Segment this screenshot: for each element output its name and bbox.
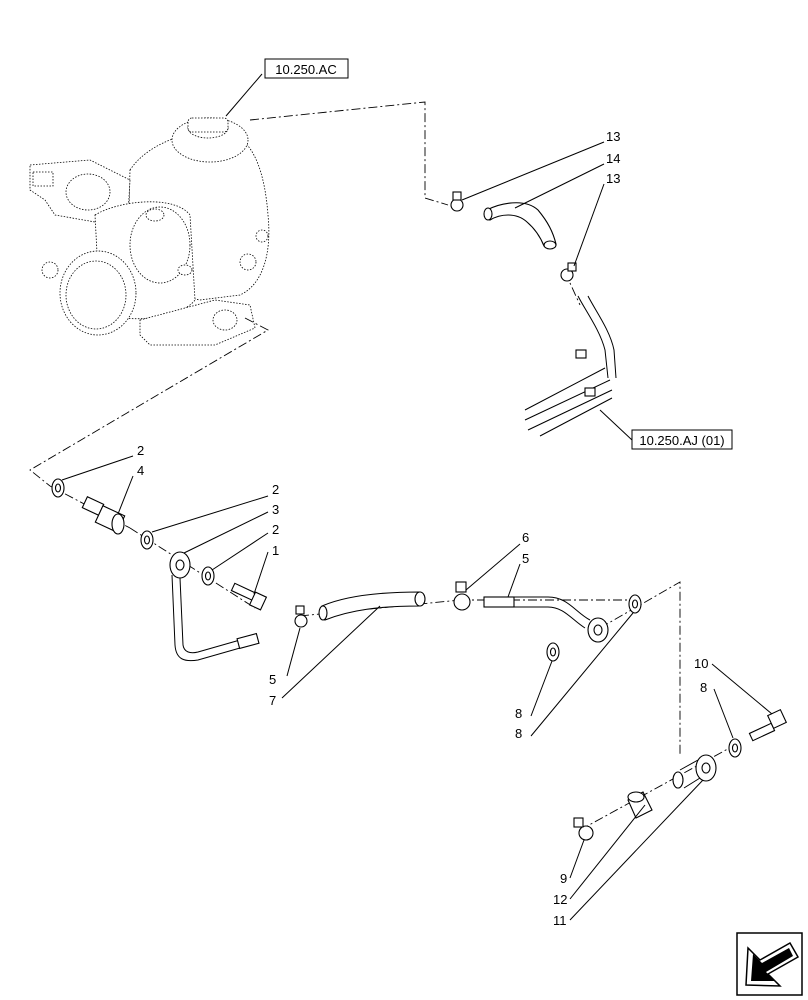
banjo-11 <box>672 754 717 789</box>
turbocharger-illustration <box>29 117 270 346</box>
callout-14: 14 <box>606 151 620 166</box>
hose-12 <box>627 791 653 819</box>
next-page-arrow-icon[interactable] <box>736 932 803 996</box>
reference-box-turbo[interactable]: 10.250.AC <box>264 58 349 79</box>
callout-8: 8 <box>700 680 707 695</box>
clamp-9 <box>573 817 594 841</box>
callout-4: 4 <box>137 463 144 478</box>
callout-5: 5 <box>522 551 529 566</box>
clamp-5-left <box>294 605 308 628</box>
hose-14 <box>486 202 557 247</box>
parts <box>51 191 788 841</box>
pipe-5-right <box>483 596 609 643</box>
adapter-4 <box>81 496 126 535</box>
banjo-pipe-3 <box>169 551 260 662</box>
callout-5: 5 <box>269 672 276 687</box>
bolt-10 <box>748 708 788 742</box>
callout-2: 2 <box>272 482 279 497</box>
callout-9: 9 <box>560 871 567 886</box>
reference-pipe-label[interactable]: 10.250.AJ (01) <box>639 433 724 448</box>
callout-10: 10 <box>694 656 708 671</box>
leader-lines <box>61 73 773 921</box>
reference-box-pipe[interactable]: 10.250.AJ (01) <box>631 429 733 450</box>
callout-13: 13 <box>606 171 620 186</box>
callout-3: 3 <box>272 502 279 517</box>
clamp-13-upper <box>450 191 464 212</box>
callout-2: 2 <box>137 443 144 458</box>
clamp-6 <box>453 581 471 611</box>
callout-11: 11 <box>553 913 567 928</box>
callout-8: 8 <box>515 726 522 741</box>
callout-8: 8 <box>515 706 522 721</box>
callout-1: 1 <box>272 543 279 558</box>
reference-turbo-label[interactable]: 10.250.AC <box>275 62 336 77</box>
callout-13: 13 <box>606 129 620 144</box>
callout-2: 2 <box>272 522 279 537</box>
bolt-1 <box>230 582 268 611</box>
callout-12: 12 <box>553 892 567 907</box>
callout-7: 7 <box>269 693 276 708</box>
hose-7 <box>321 591 421 621</box>
callout-6: 6 <box>522 530 529 545</box>
clamp-13-lower <box>560 262 577 282</box>
callouts: 13 14 13 2 4 2 3 2 1 6 5 5 7 8 8 10 8 9 … <box>137 129 708 928</box>
